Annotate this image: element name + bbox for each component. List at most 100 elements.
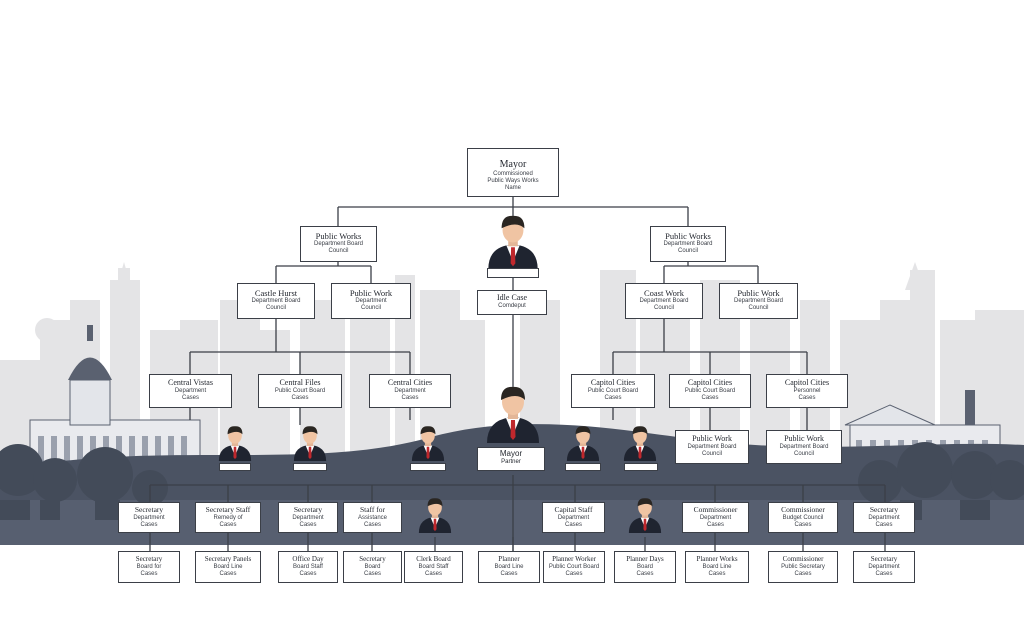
tree: [897, 442, 953, 498]
box-title: Office Day: [292, 554, 324, 563]
box-subtitle: Council: [360, 305, 381, 312]
box-title: Castle Hurst: [254, 287, 298, 298]
staff-portrait: [293, 426, 327, 461]
box-title: Secretary Panels: [204, 554, 252, 563]
box-subtitle: Department Board: [313, 241, 364, 248]
box-subtitle: Public Court Board: [587, 388, 639, 394]
box-subtitle: Cases: [299, 521, 317, 528]
box-subtitle: Cases: [219, 570, 237, 577]
skyline-spire: [116, 262, 132, 290]
capitol-drum: [69, 379, 111, 426]
box-title: Planner: [498, 554, 520, 563]
box-subtitle: Cases: [219, 521, 237, 528]
box-title: Public Work: [692, 434, 732, 443]
box-subtitle: Cases: [794, 521, 812, 528]
capitol-column: [38, 436, 44, 466]
box-title: Commissioner: [782, 554, 824, 563]
connector-line: [149, 485, 886, 502]
tree: [858, 460, 902, 504]
box-subtitle: Department Board: [687, 444, 737, 450]
box-subtitle: Assistance: [357, 514, 387, 521]
box-title: Idle Case: [497, 293, 527, 302]
box-title: Central Vistas: [168, 378, 213, 387]
capitol-lantern: [87, 325, 93, 341]
connector-line: [149, 533, 886, 551]
staff-portrait: [623, 426, 657, 461]
hair: [302, 426, 318, 435]
capitol-column: [77, 436, 83, 466]
tree: [990, 460, 1024, 500]
tree-line: [0, 442, 1024, 520]
box-subtitle: Board: [364, 563, 381, 570]
box-title: Central Cities: [387, 378, 433, 387]
box-subtitle: Cases: [363, 570, 381, 577]
box-title: Public Work: [349, 287, 393, 298]
capitol-column: [64, 436, 70, 466]
box-subtitle: Public Secretary: [781, 563, 825, 570]
box-subtitle: Department: [355, 298, 387, 305]
tie: [233, 446, 237, 460]
deputy-portrait: [487, 386, 539, 443]
box-title: Secretary: [293, 505, 323, 514]
staff-portrait: [218, 426, 252, 461]
government-building-tower: [965, 390, 975, 425]
box-subtitle: Public Court Board: [274, 388, 326, 394]
tie: [581, 446, 585, 460]
box-subtitle: Council: [677, 248, 698, 255]
capitol-column: [129, 436, 135, 466]
box-title: Mayor: [499, 158, 527, 170]
tie: [426, 446, 430, 460]
box-title: Secretary: [135, 554, 163, 563]
box-subtitle: Cases: [424, 570, 442, 577]
nameplate: [624, 463, 658, 471]
tree: [77, 447, 133, 503]
box-subtitle: Board Line: [494, 563, 524, 570]
box-subtitle: Cases: [564, 521, 582, 528]
connector-line: [189, 318, 411, 374]
box-subtitle: Council: [265, 305, 286, 312]
box-subtitle: Department: [292, 514, 324, 521]
tree-base: [40, 500, 60, 520]
box-title: Planner Worker: [552, 554, 596, 563]
box-subtitle: Cases: [706, 521, 724, 528]
box-title: Capitol Cities: [590, 378, 636, 387]
center-nameplate-subtitle: Partner: [501, 459, 521, 465]
box-title: Secretary: [359, 554, 386, 563]
staff-portrait: [628, 498, 662, 533]
box-subtitle: Cases: [500, 570, 518, 577]
box-title: Staff for: [359, 505, 386, 514]
nameplate: [219, 463, 251, 471]
box-title: Secretary: [869, 505, 899, 514]
connector-line: [434, 537, 646, 551]
box-title: Commissioner: [781, 505, 825, 514]
box-subtitle: Cases: [291, 395, 309, 401]
box-subtitle: Council: [701, 451, 722, 457]
box-title: Public Work: [737, 287, 780, 298]
box-subtitle: Board: [636, 563, 653, 570]
hair: [420, 426, 436, 435]
hair: [227, 426, 243, 435]
tie: [308, 446, 312, 460]
staff-portrait: [418, 498, 452, 533]
